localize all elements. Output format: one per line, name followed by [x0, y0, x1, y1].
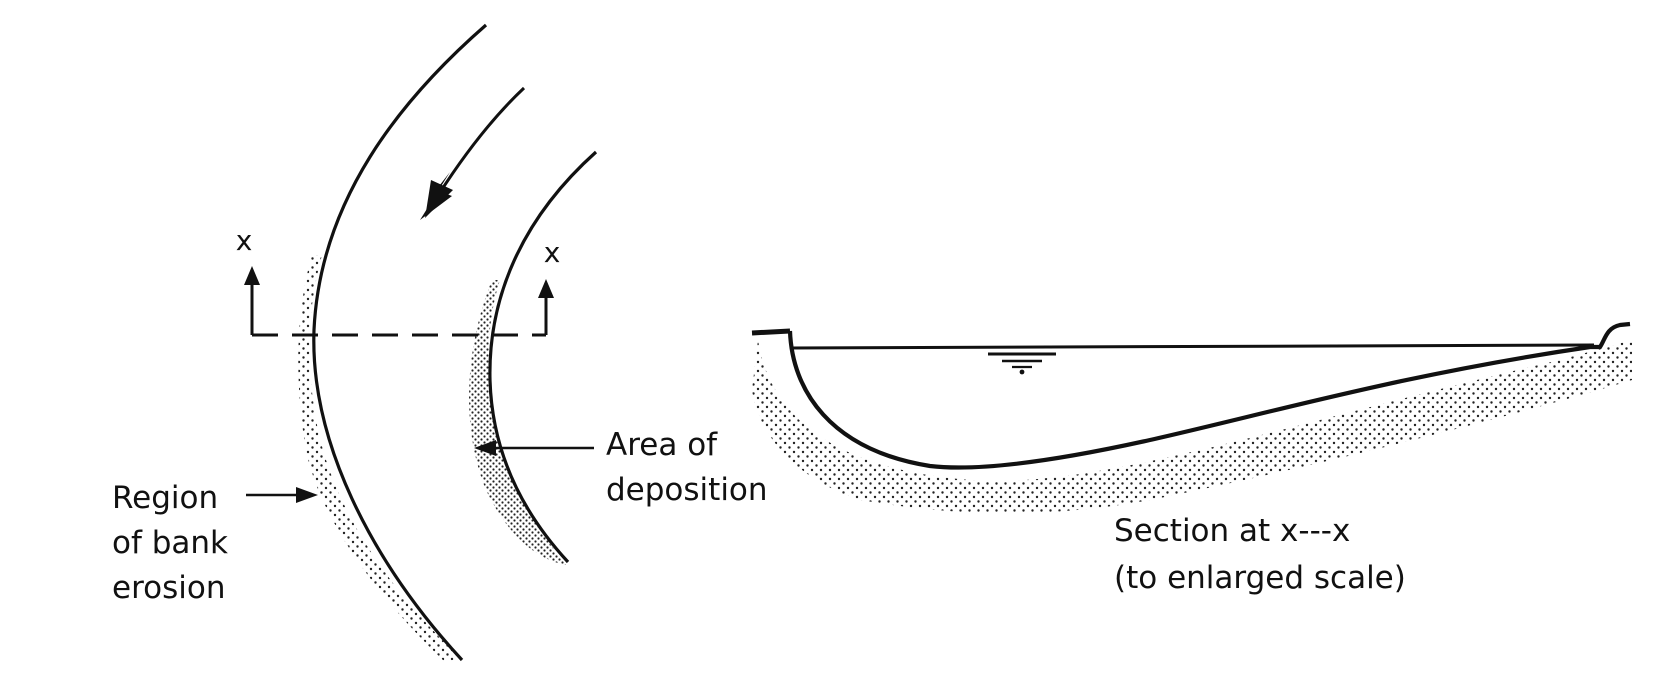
- water-surface-line: [789, 343, 1595, 350]
- plan-view: x x Area of deposition Region of bank er…: [112, 23, 768, 662]
- erosion-leader-arrow: [246, 487, 318, 503]
- inner-bank-line: [488, 150, 598, 564]
- cross-section-view: Section at x---x (to enlarged scale): [751, 321, 1632, 596]
- channel-bed-profile: [787, 321, 1631, 470]
- flow-direction-arrow: [420, 86, 526, 220]
- section-marker-left: x: [236, 224, 253, 257]
- section-ground-stipple: [752, 340, 1632, 514]
- bank-erosion-stipple: [298, 255, 460, 662]
- left-bank-top: [751, 328, 791, 336]
- erosion-label-line2: of bank: [112, 525, 228, 561]
- section-marker-right: x: [544, 236, 561, 269]
- deposition-label-line1: Area of: [606, 427, 718, 463]
- section-caption-line2: (to enlarged scale): [1114, 560, 1406, 596]
- water-level-symbol: [988, 352, 1056, 375]
- erosion-label-line3: erosion: [112, 570, 225, 606]
- section-caption-line1: Section at x---x: [1114, 513, 1350, 549]
- outer-bank-line: [312, 23, 488, 662]
- section-line: [244, 266, 554, 337]
- deposition-leader-arrow: [474, 440, 594, 456]
- deposition-label-line2: deposition: [606, 472, 768, 508]
- deposition-stipple: [469, 280, 566, 565]
- erosion-label-line1: Region: [112, 480, 218, 516]
